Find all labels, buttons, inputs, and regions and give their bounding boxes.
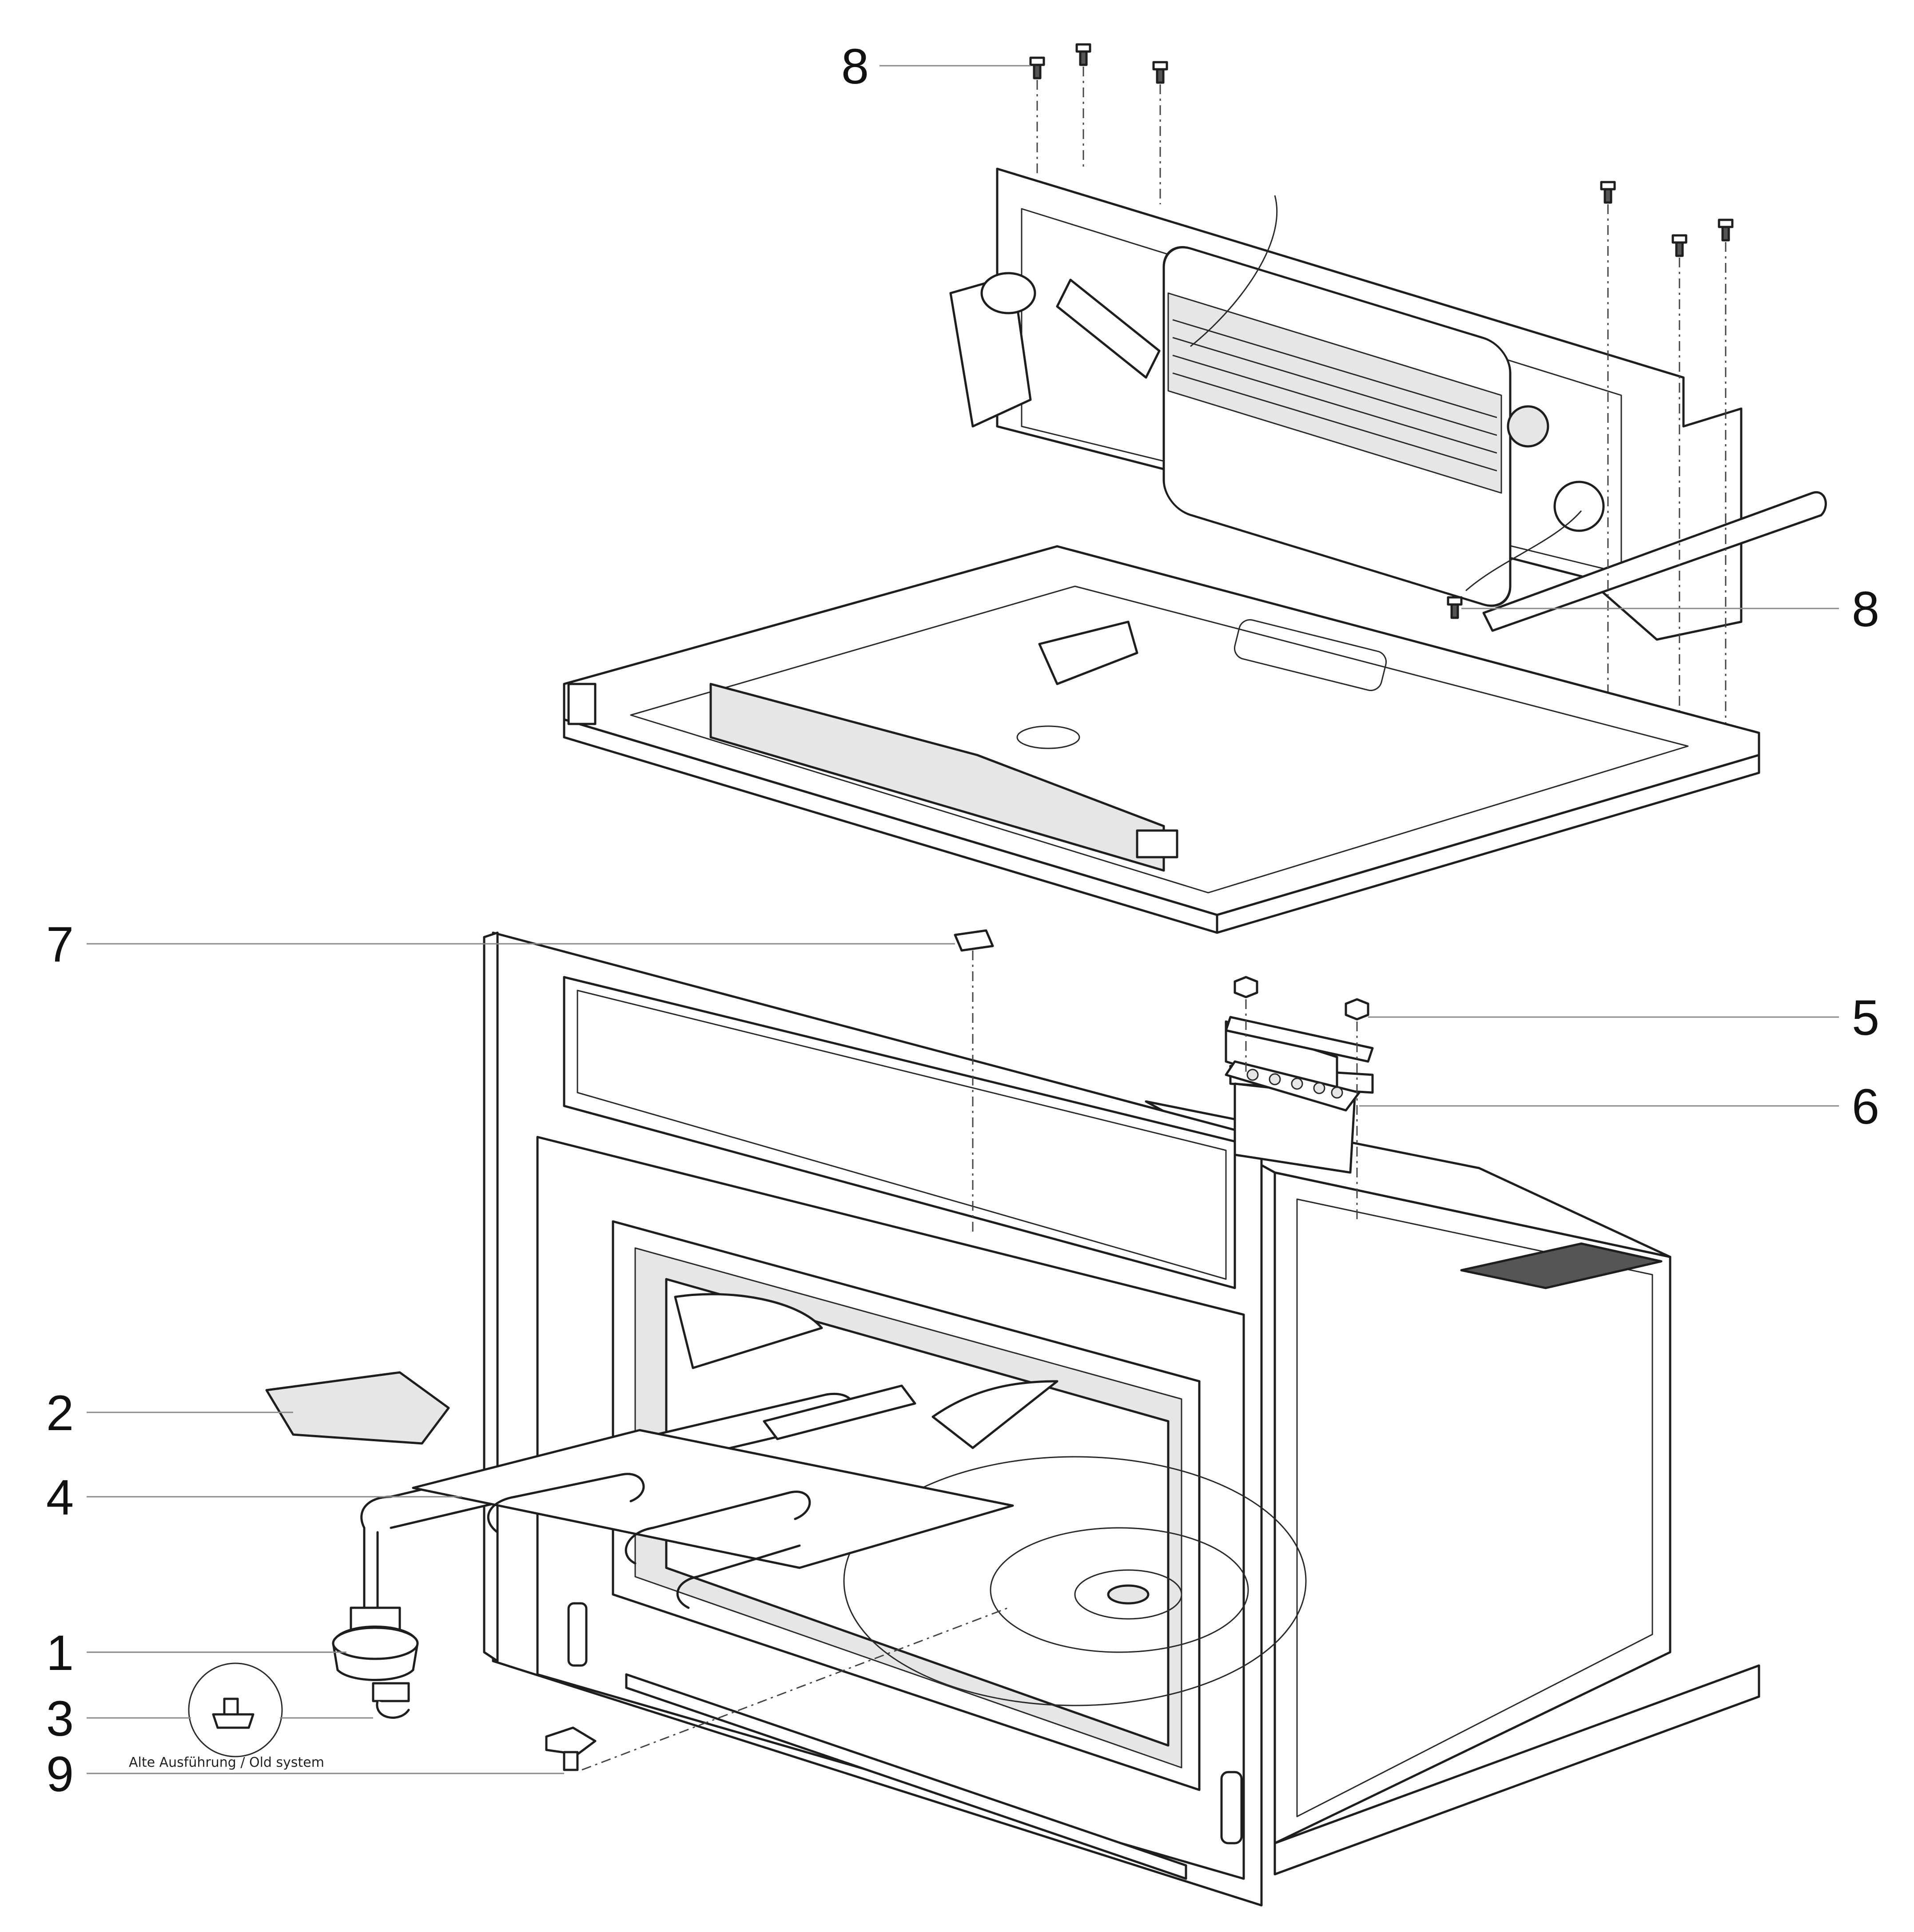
spring-clip xyxy=(954,929,994,1235)
old-system-detail: Alte Ausführung / Old system xyxy=(129,1662,324,1770)
screw-icon xyxy=(1600,181,1616,204)
callouts: 8 8 7 5 6 2 4 1 3 9 xyxy=(46,39,1879,1802)
turntable-coupler xyxy=(545,1607,1009,1771)
nut-icon xyxy=(1234,976,1258,998)
callout-8-right: 8 xyxy=(1852,581,1879,637)
callout-9: 9 xyxy=(46,1746,74,1802)
heater-terminal-block xyxy=(1225,1060,1361,1112)
screw-group-top xyxy=(1029,43,1734,773)
screw-icon xyxy=(1029,56,1045,80)
callout-2: 2 xyxy=(46,1385,74,1441)
callout-4: 4 xyxy=(46,1470,74,1525)
callout-3: 3 xyxy=(46,1691,74,1746)
old-system-caption: Alte Ausführung / Old system xyxy=(129,1755,324,1770)
lamp-clip xyxy=(372,1682,410,1719)
screw-icon xyxy=(1447,596,1463,619)
screw-icon xyxy=(1152,61,1168,84)
screw-icon xyxy=(1718,219,1734,242)
terminal-cover xyxy=(1225,1016,1374,1063)
screw-icon xyxy=(1075,43,1091,66)
turntable xyxy=(843,1456,1307,1706)
callout-8-top: 8 xyxy=(841,39,869,94)
callout-1: 1 xyxy=(46,1625,74,1681)
top-cover-plate xyxy=(563,545,1760,934)
rear-control-panel xyxy=(949,167,1827,641)
screw-icon xyxy=(1671,234,1687,257)
nut-icon xyxy=(1345,998,1369,1021)
callout-5: 5 xyxy=(1852,990,1879,1046)
mica-cover-plate xyxy=(265,1371,450,1445)
callout-7: 7 xyxy=(46,917,74,972)
mounting-bracket xyxy=(1225,976,1374,1221)
grill-heating-element xyxy=(360,1384,1014,1609)
oven-cavity-body xyxy=(483,931,1760,1907)
motor-capacitor xyxy=(949,272,1161,428)
callout-6: 6 xyxy=(1852,1079,1879,1134)
lamp-socket xyxy=(332,1606,419,1681)
